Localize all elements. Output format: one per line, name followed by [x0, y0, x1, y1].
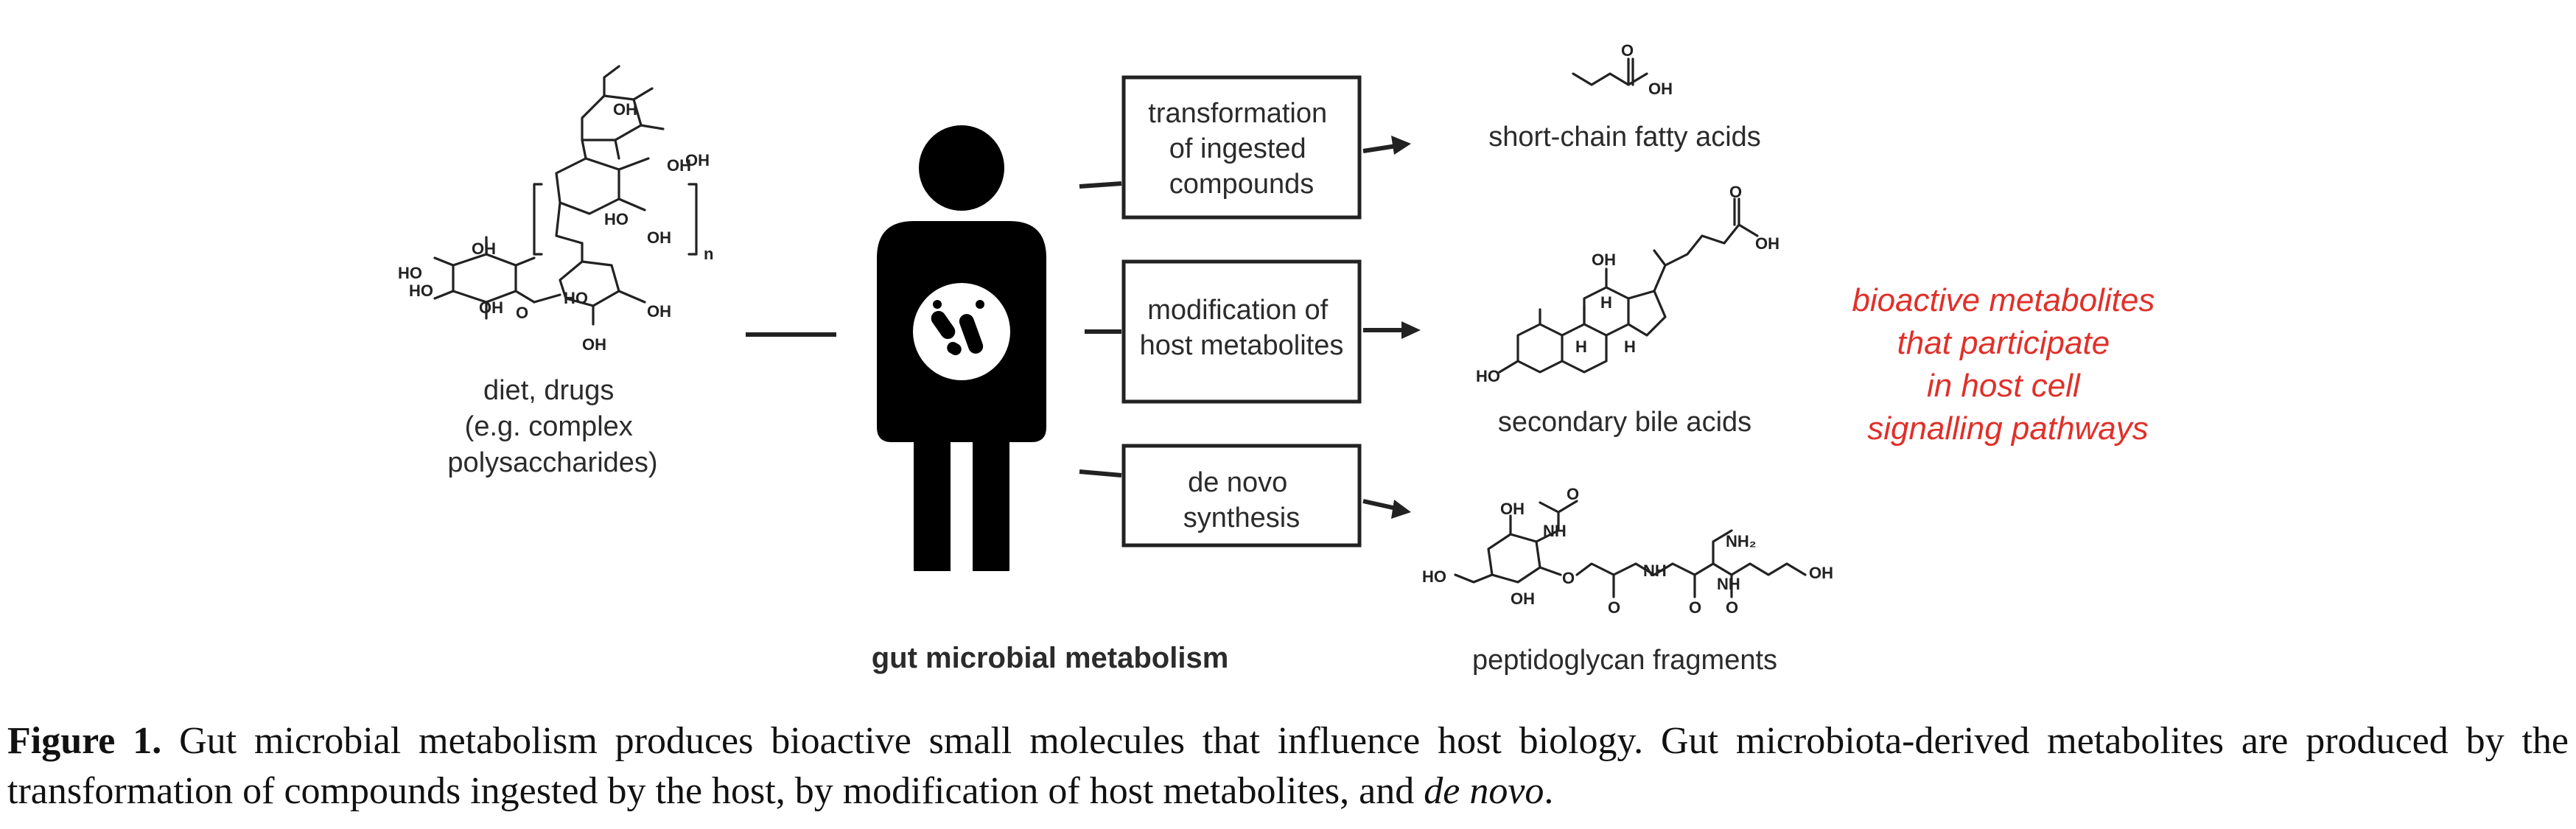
- chem-label-oh: OH: [1755, 234, 1779, 253]
- chem-label-o: O: [1729, 183, 1742, 201]
- product-label-scfa: short-chain fatty acids: [1488, 122, 1761, 153]
- chem-label-oh: OH: [582, 335, 606, 354]
- figure-caption-italic: de novo: [1424, 770, 1544, 812]
- chem-label-nh: NH: [1717, 575, 1740, 593]
- chem-label-n: n: [704, 245, 713, 263]
- figure-caption-label: Figure 1.: [7, 720, 162, 762]
- outcome-label-line: signalling pathways: [1867, 410, 2149, 447]
- arrow-to-bile-acids: [1363, 321, 1421, 339]
- input-label-line: (e.g. complex: [465, 411, 633, 442]
- product-label-peptidoglycan: peptidoglycan fragments: [1472, 645, 1777, 676]
- process-label-line: synthesis: [1183, 503, 1300, 534]
- person-icon: [877, 125, 1046, 571]
- connector-line-transformation: [1079, 181, 1122, 189]
- chem-label-nh2: NH₂: [1726, 532, 1757, 550]
- svg-text:transformation of ingest: transformation of ingested compounds: [1148, 98, 1334, 200]
- chem-label-h: H: [1575, 337, 1587, 356]
- outcome-label-line: that participate: [1897, 325, 2110, 361]
- polysaccharide-structure: OH OH OH HO OH n OH HO HO OH O HO OH OH: [398, 65, 713, 354]
- input-label: diet, drugs (e.g. complex polysaccharide…: [447, 375, 657, 478]
- chem-label-o: O: [516, 304, 528, 322]
- process-box-modification: modification of host metabolites: [1121, 259, 1362, 404]
- process-label-line: de novo: [1188, 467, 1287, 498]
- process-label-line: compounds: [1169, 169, 1314, 200]
- connector-line-denovo: [1079, 469, 1122, 478]
- outcome-label-line: bioactive metabolites: [1852, 282, 2155, 318]
- process-box-de-novo: de novo synthesis: [1121, 444, 1362, 548]
- process-label-line: modification of: [1147, 295, 1328, 326]
- svg-text:de novo synthesis: de novo synthesis: [1183, 467, 1300, 534]
- chem-label-o: O: [1567, 485, 1579, 503]
- chem-label-oh: OH: [667, 156, 691, 175]
- chem-label-oh: OH: [479, 298, 503, 317]
- arrow-to-peptidoglycan: [1362, 499, 1411, 519]
- chem-label-ho: HO: [398, 264, 422, 282]
- chem-label-h: H: [1624, 337, 1636, 356]
- chem-label-oh: OH: [1592, 251, 1616, 269]
- chem-label-oh: OH: [613, 100, 637, 119]
- bacteria-icon: [931, 300, 984, 355]
- chem-label-oh: OH: [472, 239, 496, 258]
- gut-circle-icon: [913, 283, 1010, 380]
- chem-label-oh: OH: [647, 302, 671, 321]
- chem-label-oh: OH: [685, 151, 710, 169]
- figure-caption-text: Gut microbial metabolism produces bioact…: [7, 720, 2569, 812]
- chem-label-nh: NH: [1643, 562, 1667, 580]
- chem-label-oh: OH: [1648, 80, 1673, 98]
- process-box-transformation: transformation of ingested compounds: [1121, 75, 1362, 220]
- bile-acid-structure: OH O OH HO H H H: [1476, 183, 1779, 385]
- outcome-label: bioactive metabolites that participate i…: [1852, 282, 2163, 447]
- chem-label-o: O: [1608, 598, 1620, 617]
- chem-label-o: O: [1689, 598, 1701, 617]
- process-label-line: of ingested: [1169, 133, 1306, 164]
- chem-label-ho: HO: [604, 210, 629, 228]
- product-label-bile-acids: secondary bile acids: [1498, 407, 1751, 438]
- svg-text:modification of host met: modification of host metabolites: [1140, 295, 1344, 361]
- chem-label-h: H: [1600, 293, 1612, 312]
- input-label-line: polysaccharides): [447, 447, 657, 478]
- chem-label-o: O: [1562, 569, 1575, 587]
- outcome-label-line: in host cell: [1927, 368, 2081, 404]
- chem-label-oh: OH: [647, 228, 671, 247]
- chem-label-ho: HO: [1422, 567, 1446, 586]
- chem-label-oh: OH: [1809, 564, 1833, 582]
- chem-label-nh: NH: [1543, 522, 1567, 540]
- chem-label-ho: HO: [409, 281, 433, 300]
- gut-microbial-metabolism-label: gut microbial metabolism: [872, 642, 1229, 674]
- chem-label-oh: OH: [1511, 590, 1535, 608]
- chem-label-o: O: [1621, 41, 1634, 60]
- arrow-to-scfa: [1362, 136, 1411, 155]
- butyric-acid-structure: O OH: [1572, 41, 1673, 98]
- figure-caption: Figure 1. Gut microbial metabolism produ…: [7, 716, 2569, 816]
- chem-label-ho: HO: [1476, 367, 1500, 385]
- process-label-line: transformation: [1148, 98, 1327, 129]
- chem-label-o: O: [1726, 598, 1738, 617]
- chem-label-ho: HO: [564, 289, 588, 307]
- input-label-line: diet, drugs: [483, 375, 614, 406]
- process-label-line: host metabolites: [1140, 330, 1344, 361]
- chem-label-oh: OH: [1500, 500, 1525, 518]
- peptidoglycan-structure: OH NH O HO O OH O NH O NH NH₂ O OH: [1422, 485, 1833, 617]
- figure-caption-end: .: [1544, 770, 1554, 812]
